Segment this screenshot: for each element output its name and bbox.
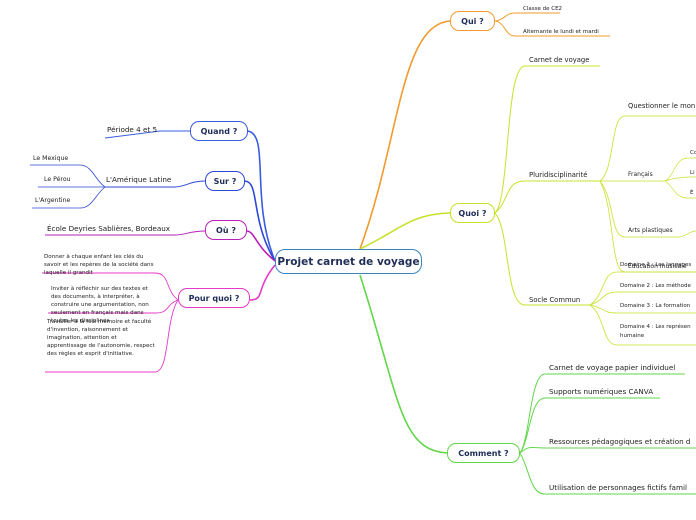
quoi-carnet: Carnet de voyage [529,56,590,64]
socle-domaine-4-cont: humaine [620,333,645,339]
comment-carnet-papier: Carnet de voyage papier individuel [549,363,676,372]
comment-ressources: Ressources pédagogiques et création d [549,437,691,446]
branch-pourquoi[interactable]: Pour quoi ? [178,288,250,308]
comment-supports-canva: Supports numériques CANVA [549,387,654,396]
connector-quoi [359,212,451,250]
quoi-education-musicale: Éducation musicale [628,263,687,270]
branch-qui[interactable]: Qui ? [450,11,495,31]
pourquoi-text-3: Travailler à la fois mémoire et faculté … [47,319,155,358]
pourquoi-text-2: Inviter à réfléchir sur des textes et de… [51,286,149,325]
branch-quoi[interactable]: Quoi ? [450,203,495,223]
pourquoi-text-1: Donner à chaque enfant les clés du savoi… [44,254,154,277]
branch-sur[interactable]: Sur ? [205,171,245,191]
francais-item-1: Co [690,150,696,156]
connector-comment [359,274,448,454]
branch-quand[interactable]: Quand ? [190,121,248,141]
central-topic[interactable]: Projet carnet de voyage [275,249,422,274]
sur-perou: Le Pérou [44,176,71,183]
comment-personnages: Utilisation de personnages fictifs famil [549,483,687,492]
quoi-pluridisciplinarite: Pluridisciplinarité [529,171,588,179]
branch-comment[interactable]: Comment ? [447,443,520,463]
socle-domaine-2: Domaine 2 : Les méthode [620,283,691,289]
sur-amerique-latine: L'Amérique Latine [106,175,172,184]
ou-ecole: École Deyries Sablières, Bordeaux [47,224,171,233]
quand-periode: Période 4 et 5 [107,125,158,134]
quoi-questionner: Questionner le mon [628,102,696,110]
connector-qui [359,20,451,250]
francais-item-3: É [690,190,694,196]
sur-argentine: L'Argentine [35,197,71,204]
quoi-arts-plastiques: Arts plastiques [628,227,673,234]
branch-ou[interactable]: Où ? [205,220,247,240]
sur-mexique: Le Mexique [33,155,69,162]
qui-item-classe: Classe de CE2 [523,6,563,12]
quoi-socle-commun: Socle Commun [529,296,581,304]
connector-sur [244,180,276,262]
socle-domaine-4: Domaine 4 : Les représen [620,324,691,330]
socle-domaine-1: Domaine 1 : Les langages [620,262,692,268]
socle-domaine-3: Domaine 3 : La formation [620,303,691,309]
qui-item-alternante: Alternante le lundi et mardi [523,29,599,35]
connector-quand [247,130,276,262]
connector-pourquoi [249,264,276,301]
connector-ou [246,230,276,262]
francais-item-2: Li [690,170,695,176]
quoi-francais: Français [628,171,653,178]
